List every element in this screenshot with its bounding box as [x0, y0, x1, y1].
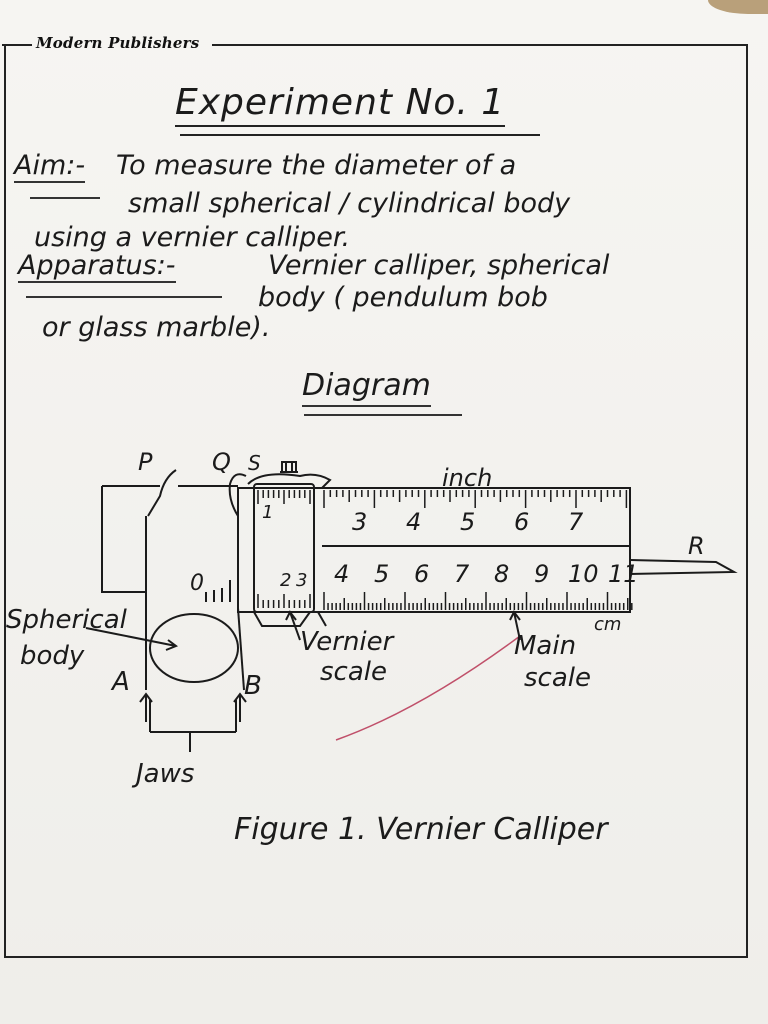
cm-number: 7: [454, 560, 470, 588]
label-b: B: [244, 671, 262, 701]
apparatus-line-1: Vernier calliper, spherical: [268, 250, 610, 281]
spherical-body: [149, 613, 239, 683]
label-p: P: [138, 448, 153, 476]
inch-scale-ticks: [323, 490, 628, 508]
vernier-slider: [253, 483, 315, 613]
upper-jaw-q: [228, 473, 247, 517]
label-q: Q: [212, 448, 231, 476]
desk-corner: [708, 0, 768, 14]
zero-ticks: [205, 580, 231, 602]
aim-line-3: using a vernier calliper.: [34, 222, 351, 253]
lock-screw-head: [280, 462, 298, 473]
inch-number: 4: [406, 508, 421, 536]
label-jaws: Jaws: [131, 759, 194, 789]
diagram-heading-underline: [304, 414, 462, 416]
label-s: S: [248, 451, 261, 475]
vernier-scale-ticks: [257, 490, 311, 608]
label-body: body: [20, 641, 85, 671]
cm-number: 6: [414, 560, 429, 588]
jaw-bottom-bar: [149, 700, 237, 733]
inch-number: 7: [568, 508, 584, 536]
upper-jaw-p: [147, 469, 177, 517]
label-r: R: [688, 532, 705, 560]
lower-zero: 0: [190, 571, 204, 596]
title-underline: [180, 134, 540, 136]
experiment-title: Experiment No. 1: [175, 82, 506, 127]
main-scale-arrow: [509, 610, 521, 641]
vernier-cm-number-3: 3: [296, 570, 307, 591]
jaw-b-arrow: [233, 692, 247, 722]
aim-line-1: To measure the diameter of a: [116, 150, 517, 181]
jaw-a-arrow: [139, 692, 153, 722]
page-border-top-right: [212, 44, 748, 46]
spherical-body-arrow: [85, 627, 179, 651]
publisher-name: Modern Publishers: [36, 34, 200, 52]
vernier-cm-number-2: 2: [280, 570, 291, 591]
depth-rod: [629, 559, 738, 575]
vernier-slider-bottom: [253, 611, 327, 627]
fixed-jaw-frame: [101, 485, 238, 608]
cm-number: 9: [534, 560, 549, 588]
label-a: A: [110, 667, 130, 697]
inch-number: 6: [514, 508, 529, 536]
lower-jaw-b: [237, 607, 245, 691]
label-spherical: Spherical: [6, 605, 128, 635]
figure-caption: Figure 1. Vernier Calliper: [234, 812, 608, 847]
vernier-slider-top: [247, 473, 332, 489]
vernier-scale-arrow: [285, 610, 301, 641]
pen-stray-mark: [335, 635, 521, 741]
apparatus-underline: [26, 296, 222, 298]
apparatus-line-2: body ( pendulum bob: [258, 282, 548, 313]
aim-line-2: small spherical / cylindrical body: [128, 188, 571, 219]
label-main: Main: [514, 631, 576, 661]
page-border: [4, 44, 748, 958]
aim-underline: [30, 197, 100, 199]
inch-number: 3: [352, 508, 367, 536]
main-scale-bar: [237, 487, 631, 613]
cm-number: 4: [334, 560, 349, 588]
diagram-heading: Diagram: [302, 368, 431, 407]
cm-number: 8: [494, 560, 509, 588]
cm-number: 5: [374, 560, 389, 588]
apparatus-label: Apparatus:-: [18, 250, 176, 283]
cm-number: 11: [608, 560, 639, 588]
label-inch: inch: [442, 464, 492, 492]
label-vernier: Vernier: [300, 627, 396, 657]
cm-number: 10: [568, 560, 599, 588]
page-border-top-left: [2, 44, 32, 46]
label-vernier-scale: scale: [320, 657, 387, 687]
label-main-scale: scale: [524, 663, 591, 693]
cm-scale-ticks: [323, 592, 633, 610]
lock-screw: [281, 461, 297, 473]
label-cm: cm: [594, 614, 621, 635]
aim-label: Aim:-: [14, 150, 86, 183]
apparatus-line-3: or glass marble).: [42, 312, 271, 343]
inch-number: 5: [460, 508, 475, 536]
vernier-inch-number: 1: [262, 502, 273, 523]
vernier-calliper-diagram: P Q S inch R cm 1 2 3 0 Spherical body A…: [6, 448, 738, 789]
